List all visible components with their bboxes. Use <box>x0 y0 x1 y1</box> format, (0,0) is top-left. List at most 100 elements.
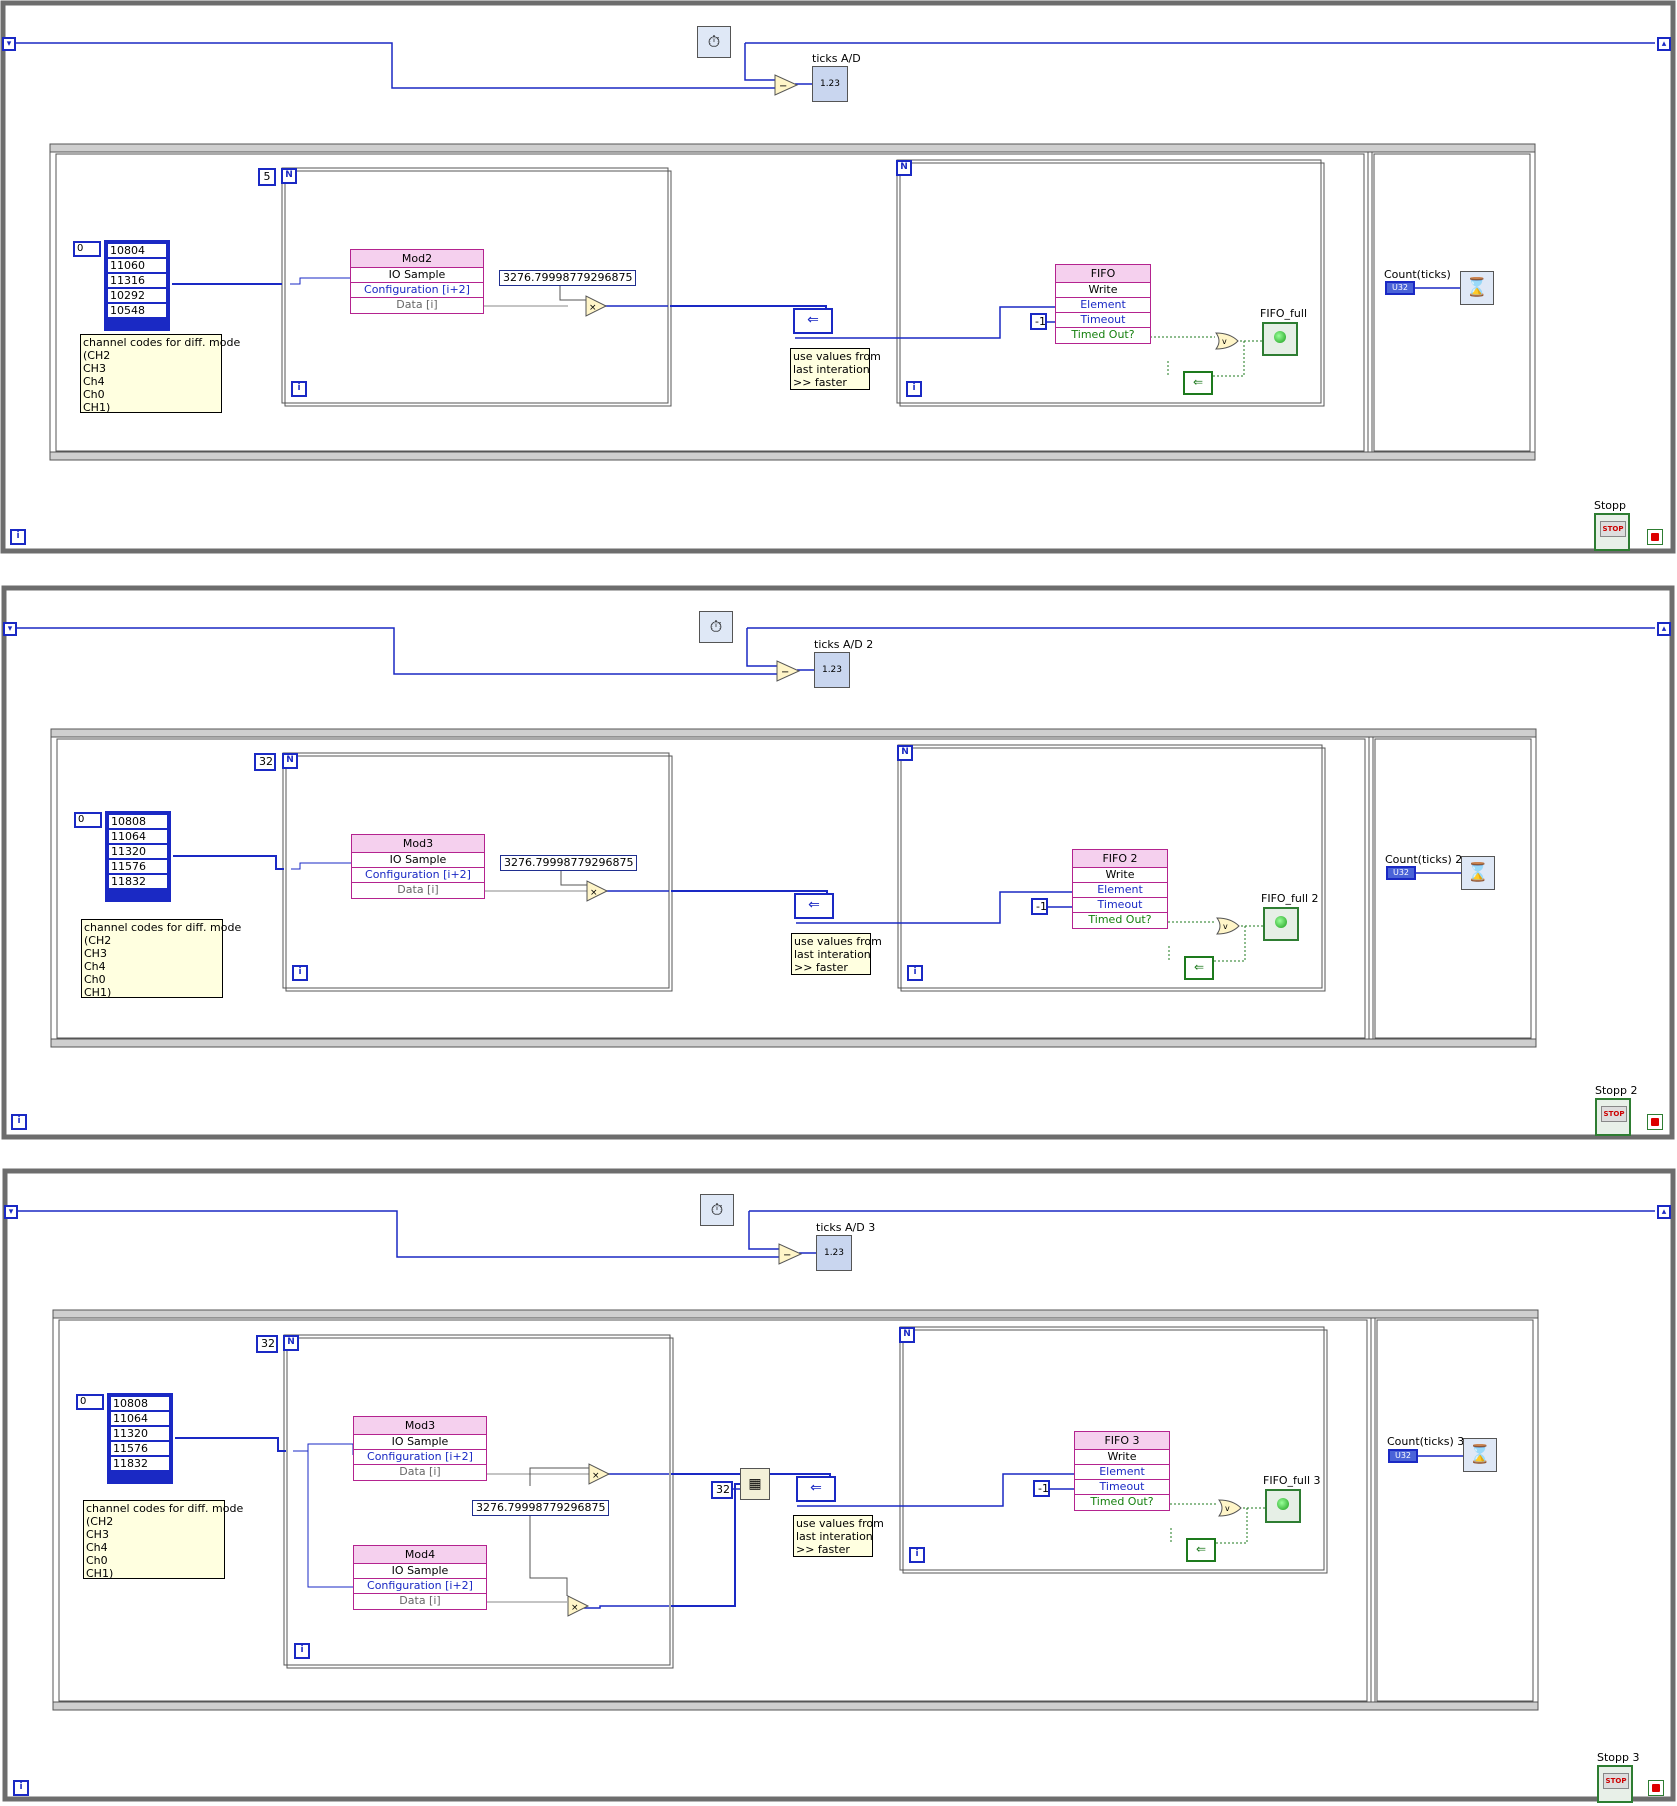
channel-code-cell[interactable]: 11320 <box>111 1427 169 1440</box>
timeout-constant[interactable]: -1 <box>1031 898 1048 915</box>
iteration-terminal: i <box>10 529 26 545</box>
fifo-timeout[interactable]: Timeout <box>1073 898 1167 913</box>
fifo-node-header: FIFO 3 <box>1075 1432 1169 1450</box>
channel-code-cell[interactable]: 11320 <box>109 845 167 858</box>
io-node-mod4[interactable]: Mod4 IO Sample Configuration [i+2] Data … <box>353 1545 487 1610</box>
reshape-size-constant[interactable]: 32 <box>711 1481 733 1499</box>
count-ticks-indicator[interactable]: U32 <box>1385 281 1415 295</box>
channel-code-cell[interactable]: 10804 <box>108 244 166 257</box>
wait-metronome-icon[interactable]: ⌛ <box>1460 271 1494 305</box>
shift-register-right-terminal[interactable]: ▴ <box>1657 37 1671 51</box>
reshape-array-icon[interactable]: ▦ <box>740 1468 770 1500</box>
io-node-mod3[interactable]: Mod3 IO Sample Configuration [i+2] Data … <box>351 834 485 899</box>
loop-condition-terminal[interactable] <box>1647 529 1663 545</box>
channel-code-cell[interactable]: 10548 <box>108 304 166 317</box>
feedback-node-boolean[interactable]: ⇐ <box>1183 371 1213 395</box>
timeout-constant[interactable]: -1 <box>1033 1480 1050 1497</box>
fifo-element[interactable]: Element <box>1075 1465 1169 1480</box>
fifo-write-node[interactable]: FIFO 2 Write Element Timeout Timed Out? <box>1072 849 1168 929</box>
fifo-timeout[interactable]: Timeout <box>1056 313 1150 328</box>
scale-constant[interactable]: 3276.79998779296875 <box>472 1500 610 1516</box>
io-node-data[interactable]: Data [i] <box>399 1465 441 1478</box>
io-node-config[interactable]: Configuration [i+2] <box>354 1579 486 1594</box>
fifo-full-led[interactable] <box>1265 1489 1301 1523</box>
fifo-timed-out[interactable]: Timed Out? <box>1090 1495 1154 1508</box>
stop-button[interactable]: STOP <box>1595 1098 1631 1136</box>
array-index-display[interactable]: 0 <box>76 1394 104 1410</box>
channel-code-cell[interactable]: 11832 <box>109 875 167 888</box>
channel-code-cell[interactable]: 11576 <box>111 1442 169 1455</box>
channel-code-cell[interactable]: 11064 <box>109 830 167 843</box>
channel-code-cell[interactable]: 10808 <box>109 815 167 828</box>
scale-constant[interactable]: 3276.79998779296875 <box>499 270 637 286</box>
module-name: Mod3 <box>402 837 434 850</box>
feedback-node[interactable]: ⇐ <box>794 893 834 919</box>
feedback-node[interactable]: ⇐ <box>796 1476 836 1502</box>
fifo-write-node[interactable]: FIFO 3 Write Element Timeout Timed Out? <box>1074 1431 1170 1511</box>
fifo-element[interactable]: Element <box>1073 883 1167 898</box>
array-index-display[interactable]: 0 <box>74 812 102 828</box>
channel-code-cell[interactable]: 11060 <box>108 259 166 272</box>
svg-text:v: v <box>1225 1504 1230 1513</box>
tick-count-icon[interactable]: ⏱ <box>697 26 731 58</box>
timeout-constant[interactable]: -1 <box>1030 313 1047 330</box>
loop-count-constant[interactable]: 32 <box>256 1335 278 1353</box>
fifo-write-node[interactable]: FIFO Write Element Timeout Timed Out? <box>1055 264 1151 344</box>
channel-code-cell[interactable]: 11832 <box>111 1457 169 1470</box>
loop-count-constant[interactable]: 32 <box>254 753 276 771</box>
io-node-data[interactable]: Data [i] <box>397 883 439 896</box>
svg-text:×: × <box>590 888 598 898</box>
i-terminal: i <box>292 965 308 981</box>
loop-count-constant[interactable]: 5 <box>258 168 276 186</box>
array-index-display[interactable]: 0 <box>73 241 101 257</box>
shift-register-right-terminal[interactable]: ▴ <box>1657 1205 1671 1219</box>
loop-condition-terminal[interactable] <box>1647 1114 1663 1130</box>
count-ticks-indicator[interactable]: U32 <box>1388 1449 1418 1463</box>
channel-code-cell[interactable]: 10808 <box>111 1397 169 1410</box>
scale-constant[interactable]: 3276.79998779296875 <box>500 855 638 871</box>
io-node-mod3[interactable]: Mod3 IO Sample Configuration [i+2] Data … <box>353 1416 487 1481</box>
io-node-data[interactable]: Data [i] <box>399 1594 441 1607</box>
feedback-node-boolean[interactable]: ⇐ <box>1186 1538 1216 1562</box>
io-node-config[interactable]: Configuration [i+2] <box>354 1450 486 1465</box>
wait-metronome-icon[interactable]: ⌛ <box>1461 856 1495 890</box>
fifo-timeout[interactable]: Timeout <box>1075 1480 1169 1495</box>
wait-metronome-icon[interactable]: ⌛ <box>1463 1438 1497 1472</box>
timer-indicator-label: ticks A/D 3 <box>816 1221 876 1234</box>
timer-indicator[interactable]: 1.23 <box>814 652 850 688</box>
channel-code-cell[interactable]: 11316 <box>108 274 166 287</box>
count-ticks-indicator[interactable]: U32 <box>1386 866 1416 880</box>
feedback-node[interactable]: ⇐ <box>793 308 833 334</box>
channel-code-cell[interactable]: 11064 <box>111 1412 169 1425</box>
channel-codes-array[interactable]: 10808 11064 11320 11576 11832 <box>107 1393 173 1484</box>
feedback-node-boolean[interactable]: ⇐ <box>1184 956 1214 980</box>
loop-condition-terminal[interactable] <box>1648 1780 1664 1796</box>
tick-count-icon[interactable]: ⏱ <box>700 1194 734 1226</box>
shift-register-left-terminal[interactable]: ▾ <box>4 1205 18 1219</box>
channel-code-cell[interactable]: 10292 <box>108 289 166 302</box>
count-ticks-label: Count(ticks) 2 <box>1385 853 1463 866</box>
fifo-timed-out[interactable]: Timed Out? <box>1088 913 1152 926</box>
fifo-full-led[interactable] <box>1263 907 1299 941</box>
i-terminal: i <box>294 1643 310 1659</box>
io-node-config[interactable]: Configuration [i+2] <box>352 868 484 883</box>
io-node-mod2[interactable]: Mod2 IO Sample Configuration [i+2] Data … <box>350 249 484 314</box>
io-node-config[interactable]: Configuration [i+2] <box>351 283 483 298</box>
fifo-element[interactable]: Element <box>1056 298 1150 313</box>
fifo-timed-out[interactable]: Timed Out? <box>1071 328 1135 341</box>
svg-text:×: × <box>592 1471 600 1481</box>
stop-button[interactable]: STOP <box>1597 1765 1633 1803</box>
channel-codes-array[interactable]: 10804 11060 11316 10292 10548 <box>104 240 170 331</box>
timer-indicator[interactable]: 1.23 <box>812 66 848 102</box>
channel-code-cell[interactable]: 11576 <box>109 860 167 873</box>
shift-register-right-terminal[interactable]: ▴ <box>1657 622 1671 636</box>
tick-count-icon[interactable]: ⏱ <box>699 611 733 643</box>
shift-register-left-terminal[interactable]: ▾ <box>2 37 16 51</box>
shift-register-left-terminal[interactable]: ▾ <box>3 622 17 636</box>
stop-button[interactable]: STOP <box>1594 513 1630 551</box>
timer-indicator[interactable]: 1.23 <box>816 1235 852 1271</box>
io-node-data[interactable]: Data [i] <box>396 298 438 311</box>
channel-codes-array[interactable]: 10808 11064 11320 11576 11832 <box>105 811 171 902</box>
fifo-full-led[interactable] <box>1262 322 1298 356</box>
stop-label: Stopp 3 <box>1597 1751 1640 1764</box>
